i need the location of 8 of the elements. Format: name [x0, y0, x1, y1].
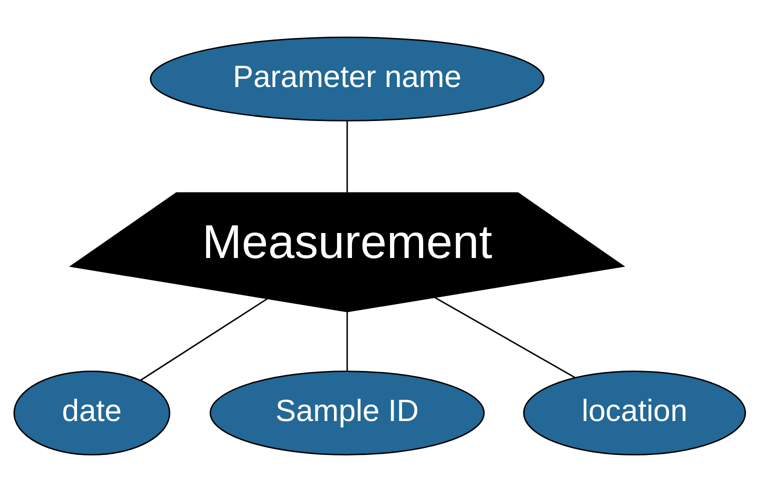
connector [346, 120, 348, 192]
connector [346, 311, 348, 371]
node-ellipse: Sample ID [210, 370, 485, 455]
connector [140, 298, 268, 380]
node-ellipse: location [523, 370, 746, 455]
node-ellipse: date [13, 370, 170, 455]
node-ellipse: Parameter name [150, 36, 544, 121]
connector [434, 296, 576, 378]
